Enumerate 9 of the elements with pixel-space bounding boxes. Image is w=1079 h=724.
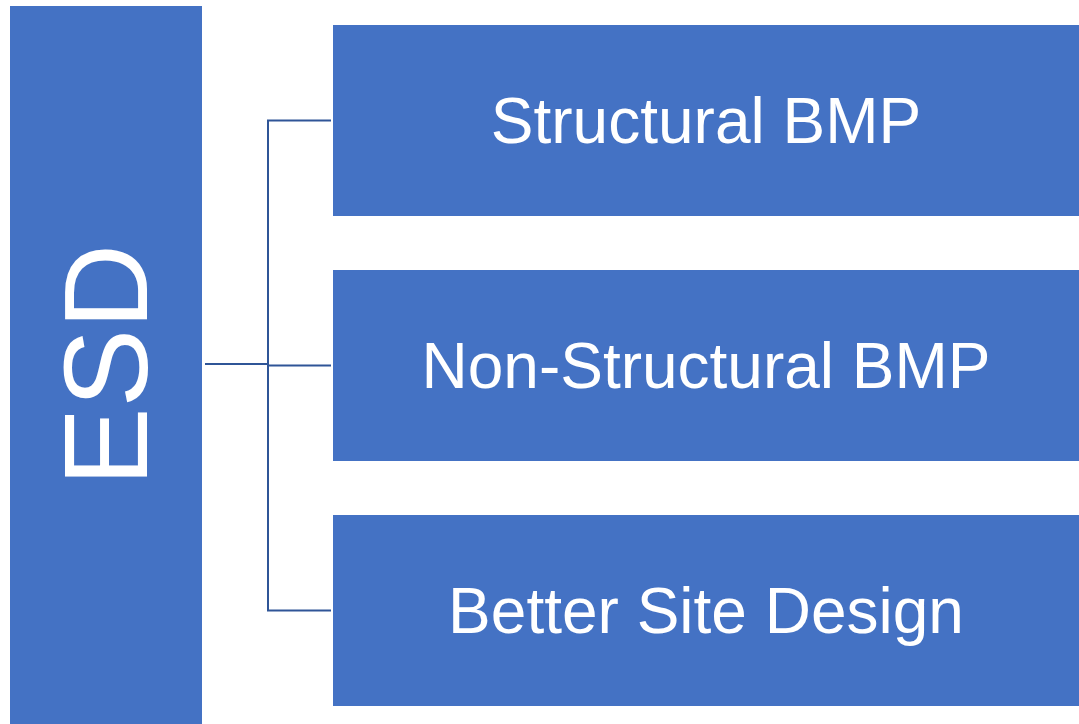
box-label: Structural BMP [490, 83, 922, 158]
category-box [333, 25, 1079, 216]
category-box [333, 515, 1079, 706]
connector-line [204, 363, 332, 612]
vertical-bar [10, 6, 202, 724]
rotated-label: ESD [39, 243, 173, 487]
box-label: Better Site Design [448, 573, 964, 648]
category-box [333, 270, 1079, 461]
box-label: Non-Structural BMP [421, 328, 991, 403]
